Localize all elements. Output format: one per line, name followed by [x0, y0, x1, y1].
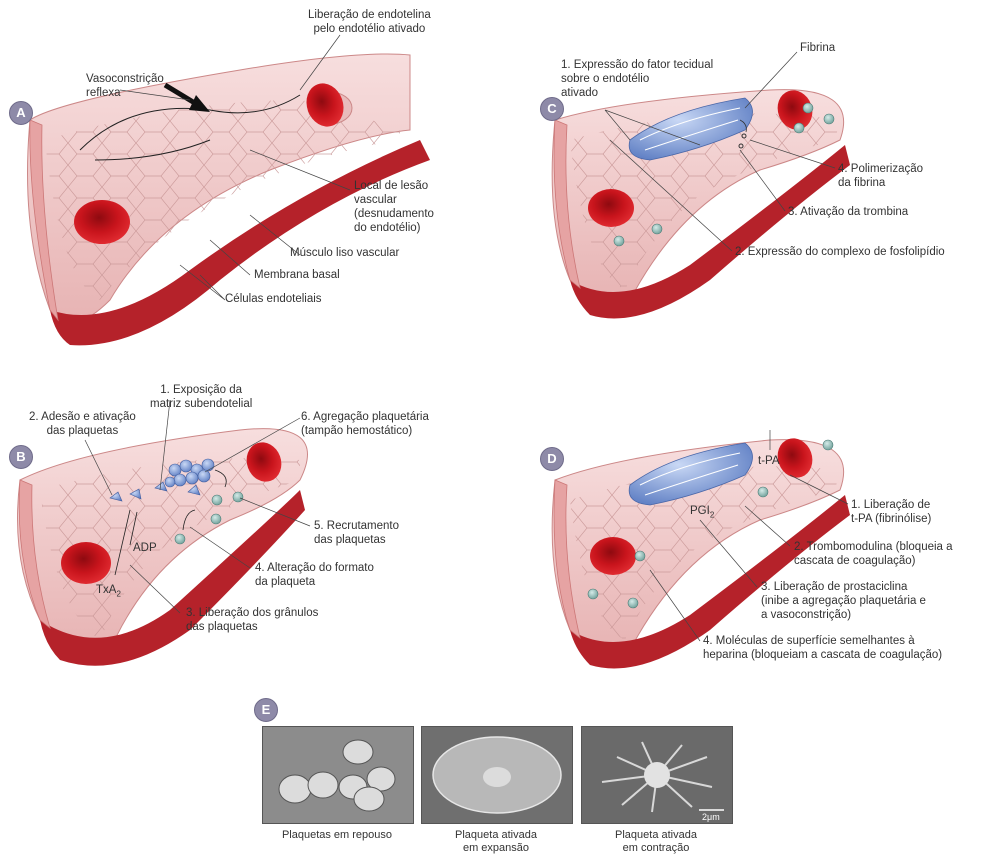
- label-alteracao: 4. Alteração do formato da plaqueta: [255, 561, 374, 589]
- label-adesao-line1: 2. Adesão e ativação: [29, 410, 136, 424]
- label-txa-text: TxA: [96, 584, 116, 596]
- caption-contracted-line2: em contração: [581, 842, 731, 855]
- caption-resting: Plaquetas em repouso: [262, 829, 412, 842]
- label-txa2: TxA2: [96, 583, 121, 601]
- label-polimerizacao-line2: da fibrina: [838, 176, 923, 190]
- label-endotelina-line1: Liberação de endotelina: [308, 8, 431, 22]
- label-vasoconstricao: Vasoconstrição reflexa: [86, 72, 164, 100]
- caption-spread-line1: Plaqueta ativada: [421, 829, 571, 842]
- spread-platelet-image: [422, 727, 572, 823]
- label-liberacao-line1: 3. Liberação dos grânulos: [186, 606, 318, 620]
- label-lesao-line1: Local de lesão: [354, 179, 434, 193]
- label-trombo-line1: 2. Trombomodulina (bloqueia a: [794, 540, 953, 554]
- label-heparina-line2: heparina (bloqueiam a cascata de coagula…: [703, 648, 942, 662]
- label-agregacao-line2: (tampão hemostático): [301, 424, 429, 438]
- label-adesao-line2: das plaquetas: [29, 424, 136, 438]
- label-txa-subscript: 2: [116, 589, 120, 598]
- label-lesao-line3: (desnudamento: [354, 207, 434, 221]
- label-liberacao-tpa: 1. Liberação de t-PA (fibrinólise): [851, 498, 931, 526]
- label-exposicao-line1: 1. Exposição da: [150, 383, 252, 397]
- label-prosta-line3: a vasoconstrição): [761, 608, 926, 622]
- label-fator-tecidual: 1. Expressão do fator tecidual sobre o e…: [561, 58, 713, 100]
- label-tpa: t-PA: [758, 454, 780, 468]
- label-trombo-line2: cascata de coagulação): [794, 554, 953, 568]
- scale-bar-label: 2μm: [702, 812, 720, 822]
- label-prostaciclina: 3. Liberação de prostaciclina (inibe a a…: [761, 580, 926, 622]
- label-alteracao-line2: da plaqueta: [255, 575, 374, 589]
- badge-e: E: [254, 698, 278, 722]
- label-pgi-text: PGI: [690, 505, 710, 517]
- label-musculo-liso: Músculo liso vascular: [290, 246, 399, 260]
- photo-spread-platelet: [421, 726, 573, 824]
- label-fibrina: Fibrina: [800, 41, 835, 55]
- label-endotelina-line2: pelo endotélio ativado: [308, 22, 431, 36]
- label-tpa-lib-line1: 1. Liberação de: [851, 498, 931, 512]
- caption-contracted-line1: Plaqueta ativada: [581, 829, 731, 842]
- label-recrutamento-line1: 5. Recrutamento: [314, 519, 399, 533]
- label-agregacao-line1: 6. Agregação plaquetária: [301, 410, 429, 424]
- label-fator-line2: sobre o endotélio: [561, 72, 713, 86]
- badge-a: A: [9, 101, 33, 125]
- label-ativacao-trombina: 3. Ativação da trombina: [788, 205, 908, 219]
- label-tpa-lib-line2: t-PA (fibrinólise): [851, 512, 931, 526]
- label-vasoconstricao-line2: reflexa: [86, 86, 164, 100]
- label-exposicao-line2: matriz subendotelial: [150, 397, 252, 411]
- label-pgi2: PGI2: [690, 504, 714, 522]
- label-fosfolipidio: 2. Expressão do complexo de fosfolipídio: [735, 245, 945, 259]
- label-lesao-line2: vascular: [354, 193, 434, 207]
- label-vasoconstricao-line1: Vasoconstrição: [86, 72, 164, 86]
- label-polimerizacao: 4. Polimerização da fibrina: [838, 162, 923, 190]
- contracted-platelet-image: 2μm: [582, 727, 732, 823]
- label-agregacao: 6. Agregação plaquetária (tampão hemostá…: [301, 410, 429, 438]
- label-trombomodulina: 2. Trombomodulina (bloqueia a cascata de…: [794, 540, 953, 568]
- label-prosta-line2: (inibe a agregação plaquetária e: [761, 594, 926, 608]
- resting-platelets-image: [263, 727, 413, 823]
- label-recrutamento: 5. Recrutamento das plaquetas: [314, 519, 399, 547]
- label-heparina: 4. Moléculas de superfície semelhantes à…: [703, 634, 942, 662]
- label-fator-line1: 1. Expressão do fator tecidual: [561, 58, 713, 72]
- caption-spread: Plaqueta ativada em expansão: [421, 829, 571, 855]
- badge-b: B: [9, 445, 33, 469]
- label-lesao-line4: do endotélio): [354, 221, 434, 235]
- label-endotelina: Liberação de endotelina pelo endotélio a…: [308, 8, 431, 36]
- badge-c: C: [540, 97, 564, 121]
- label-heparina-line1: 4. Moléculas de superfície semelhantes à: [703, 634, 942, 648]
- badge-d: D: [540, 447, 564, 471]
- label-pgi-subscript: 2: [710, 510, 714, 519]
- label-liberacao-line2: das plaquetas: [186, 620, 318, 634]
- label-liberacao-granulos: 3. Liberação dos grânulos das plaquetas: [186, 606, 318, 634]
- label-polimerizacao-line1: 4. Polimerização: [838, 162, 923, 176]
- label-alteracao-line1: 4. Alteração do formato: [255, 561, 374, 575]
- label-exposicao: 1. Exposição da matriz subendotelial: [150, 383, 252, 411]
- label-prosta-line1: 3. Liberação de prostaciclina: [761, 580, 926, 594]
- caption-resting-line1: Plaquetas em repouso: [262, 829, 412, 842]
- vessel-c: [552, 85, 850, 318]
- label-adp: ADP: [133, 541, 157, 555]
- label-adesao: 2. Adesão e ativação das plaquetas: [29, 410, 136, 438]
- photo-contracted-platelet: 2μm: [581, 726, 733, 824]
- label-recrutamento-line2: das plaquetas: [314, 533, 399, 547]
- label-fator-line3: ativado: [561, 86, 713, 100]
- label-membrana-basal: Membrana basal: [254, 268, 340, 282]
- label-celulas-endoteliais: Células endoteliais: [225, 292, 322, 306]
- label-local-lesao: Local de lesão vascular (desnudamento do…: [354, 179, 434, 235]
- caption-contracted: Plaqueta ativada em contração: [581, 829, 731, 855]
- caption-spread-line2: em expansão: [421, 842, 571, 855]
- photo-resting-platelets: [262, 726, 414, 824]
